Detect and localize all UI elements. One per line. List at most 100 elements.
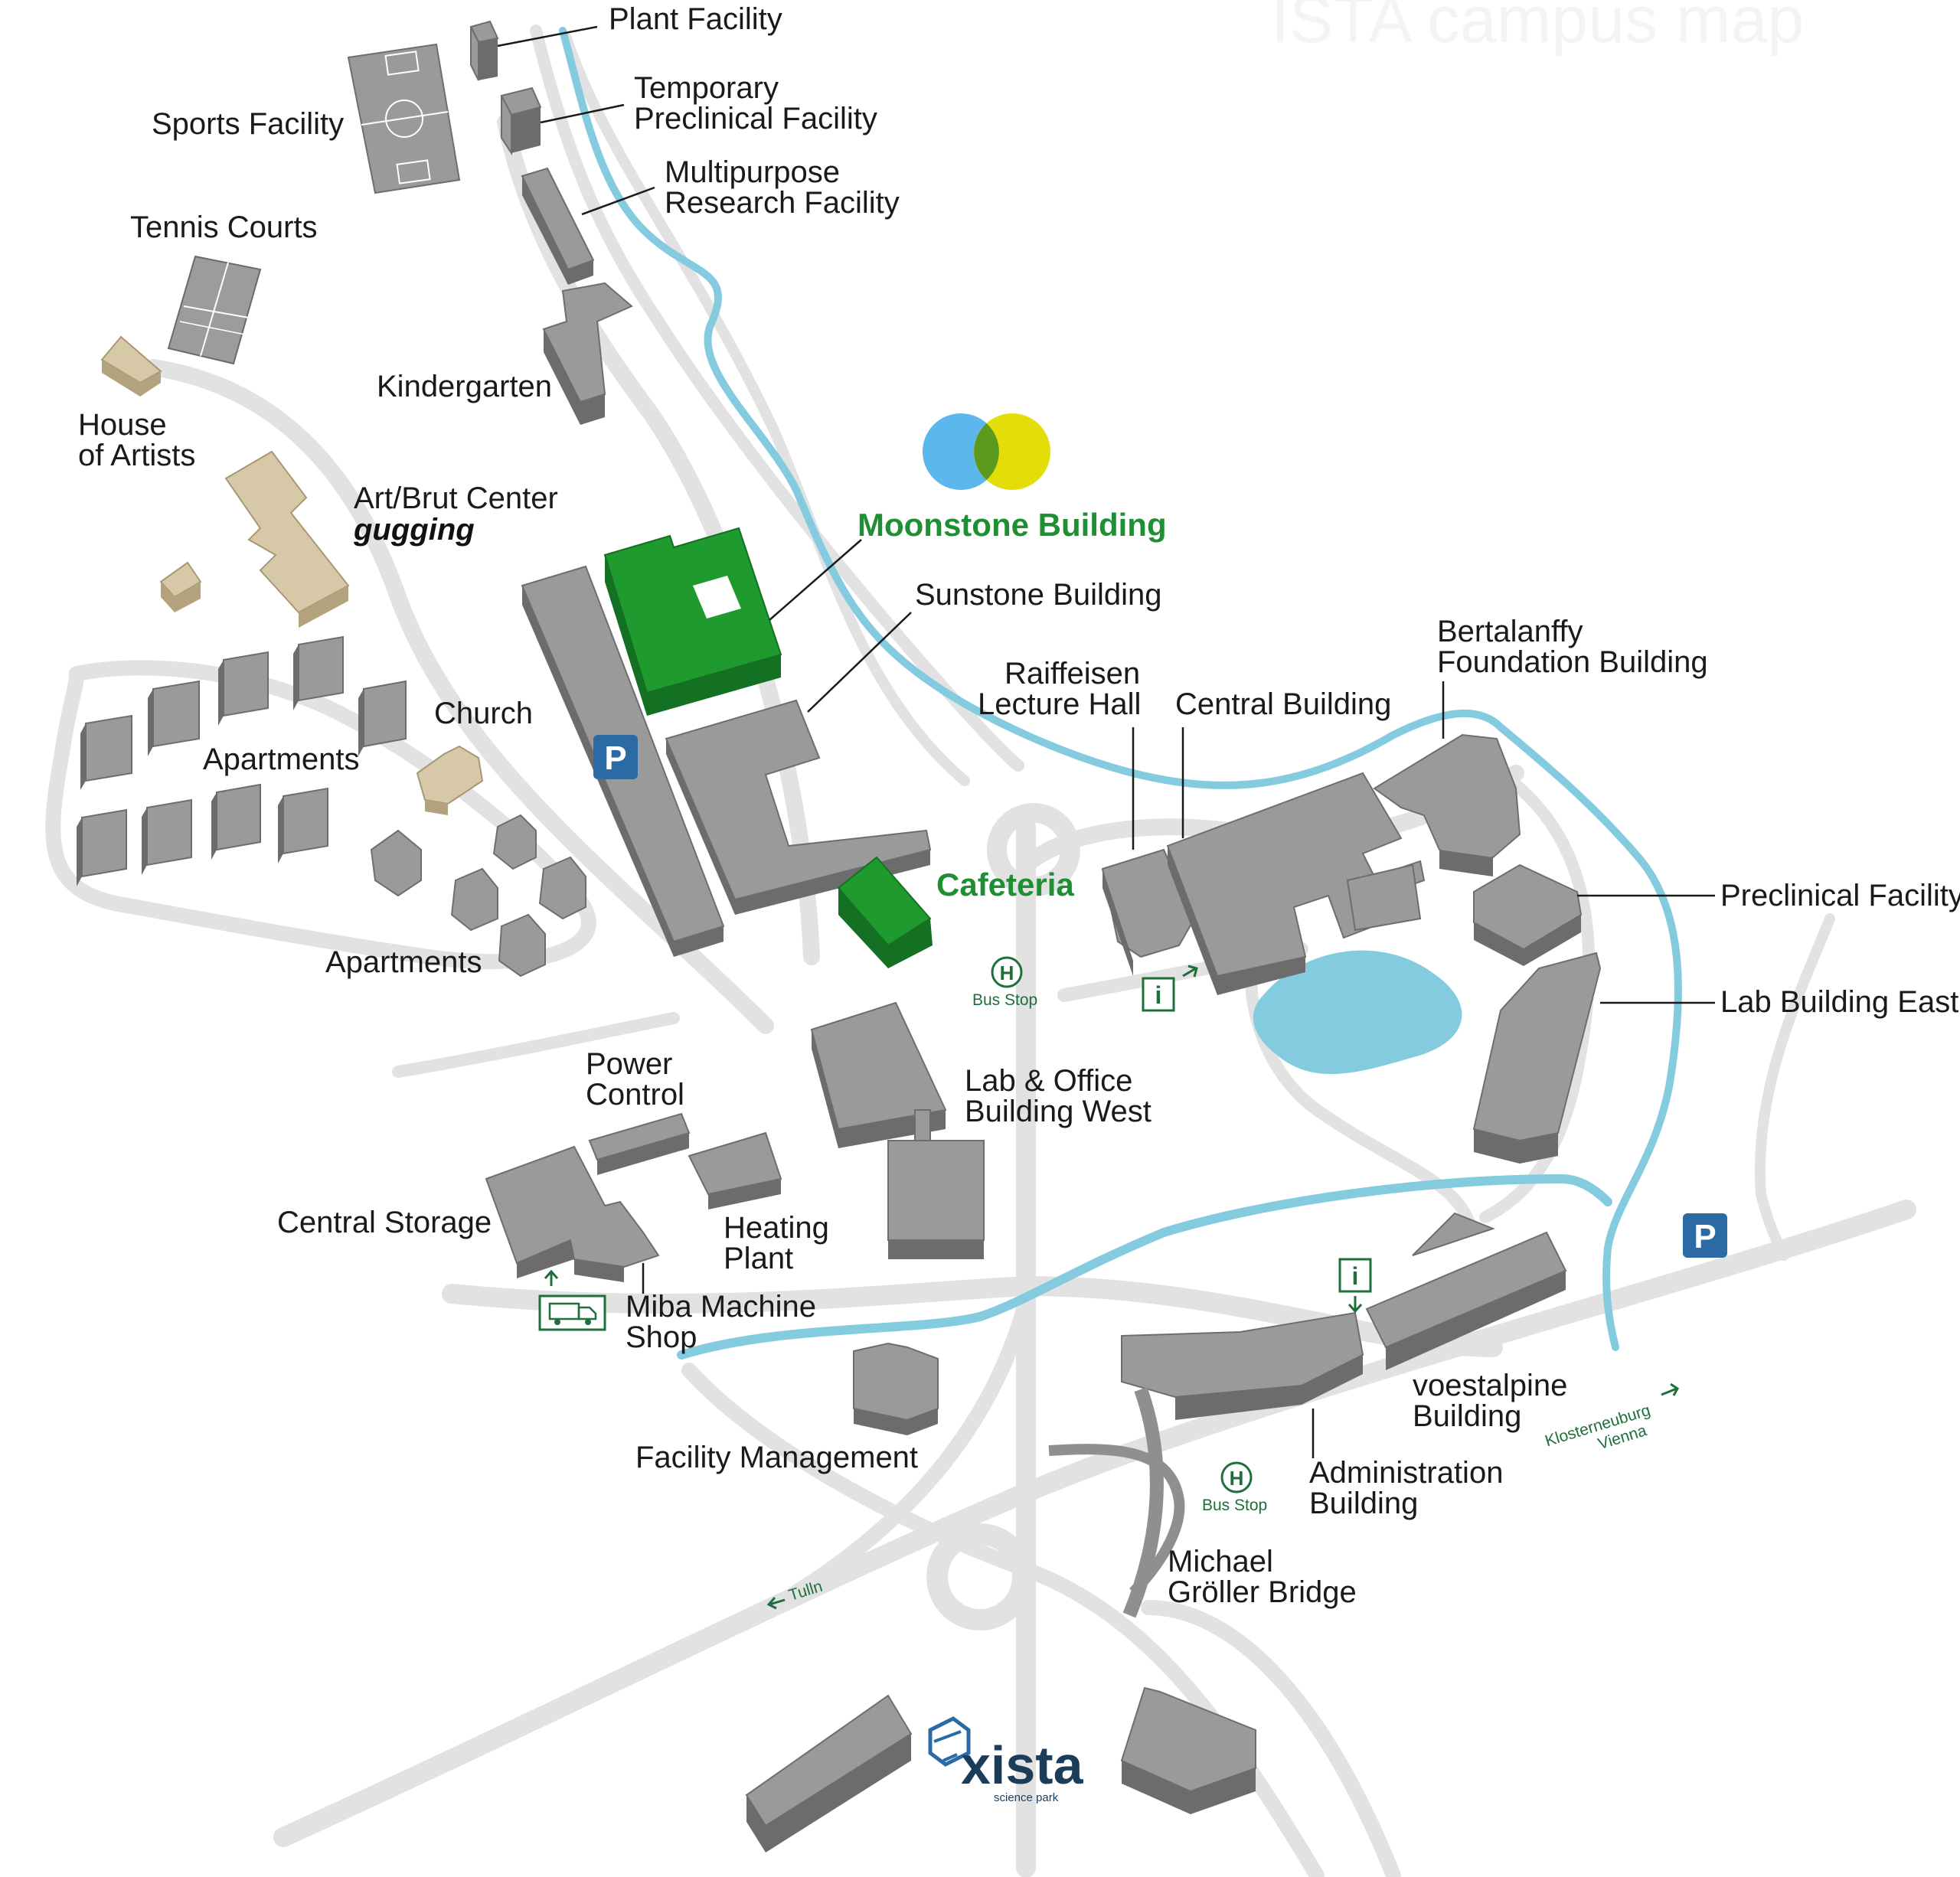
- pond: [1253, 950, 1462, 1075]
- label-lab-office-west-line2: Building West: [965, 1095, 1152, 1128]
- preclinical-facility-building: [1473, 863, 1583, 966]
- arrow-icon: [1182, 965, 1198, 978]
- plant-facility-building: [469, 20, 499, 81]
- label-power-control-line2: Control: [586, 1078, 684, 1112]
- info-icon: i: [1338, 1258, 1372, 1293]
- label-lab-office-west-line1: Lab & Office: [965, 1064, 1132, 1098]
- science-park-building-west: [745, 1694, 913, 1853]
- parking-icon: P: [1683, 1213, 1727, 1258]
- bertalanffy-foundation-building: [1373, 733, 1521, 876]
- tennis-courts: [167, 255, 262, 365]
- leader-lines: [497, 25, 1715, 1458]
- xista-subtitle: science park: [994, 1791, 1059, 1804]
- label-plant-facility: Plant Facility: [609, 2, 782, 36]
- label-heating-plant-line2: Plant: [724, 1242, 793, 1275]
- buildings: [77, 20, 1602, 1853]
- label-sports-facility: Sports Facility: [152, 107, 344, 141]
- label-tennis-courts: Tennis Courts: [130, 211, 318, 244]
- label-central-storage: Central Storage: [277, 1206, 492, 1239]
- label-groller-bridge-line2: Gröller Bridge: [1168, 1575, 1357, 1609]
- label-house-of-artists-line1: House: [78, 408, 167, 442]
- label-multipurpose-line1: Multipurpose: [665, 155, 840, 189]
- central-storage-building: [485, 1145, 660, 1282]
- apartments-west-buildings: [77, 635, 407, 886]
- label-apartments-west: Apartments: [203, 743, 360, 776]
- arrow-icon: [1661, 1382, 1679, 1396]
- apartments-south-buildings: [370, 814, 586, 978]
- lab-office-west-building: [810, 1001, 985, 1259]
- label-house-of-artists-line2: of Artists: [78, 439, 195, 472]
- svg-text:i: i: [1352, 1262, 1359, 1290]
- bus-stop-icon: H: [991, 956, 1023, 988]
- svg-text:H: H: [1000, 961, 1014, 984]
- label-cafeteria: Cafeteria: [936, 867, 1074, 903]
- label-preclinical-facility: Preclinical Facility: [1720, 879, 1960, 912]
- moonstone-building: [603, 527, 782, 716]
- label-gugging: gugging: [353, 513, 475, 547]
- bus-stop-icon: H: [1220, 1461, 1253, 1493]
- multipurpose-research-building: [521, 167, 595, 285]
- venn-logo-icon: [923, 413, 1050, 490]
- label-art-brut-center: Art/Brut Center: [354, 481, 558, 515]
- xista-wordmark: xista: [961, 1735, 1084, 1795]
- label-facility-management: Facility Management: [635, 1441, 918, 1474]
- label-church: Church: [434, 697, 533, 730]
- label-voestalpine-line1: voestalpine: [1413, 1369, 1567, 1402]
- label-kindergarten: Kindergarten: [377, 370, 552, 403]
- svg-text:P: P: [604, 739, 626, 777]
- label-voestalpine-line2: Building: [1413, 1399, 1521, 1433]
- delivery-truck-icon: [538, 1294, 606, 1331]
- label-multipurpose-line2: Research Facility: [665, 186, 900, 220]
- svg-text:i: i: [1155, 981, 1162, 1009]
- raiffeisen-lecture-hall-building: [1101, 848, 1196, 976]
- art-brut-center-building: [159, 450, 350, 628]
- facility-management-building: [853, 1342, 939, 1435]
- temporary-preclinical-building: [500, 87, 542, 156]
- power-control-building: [588, 1112, 691, 1175]
- label-miba-line2: Shop: [626, 1320, 697, 1354]
- sunstone-building: [665, 699, 932, 915]
- label-administration-line1: Administration: [1309, 1456, 1503, 1490]
- map-title: ISTA campus map: [1271, 0, 1804, 57]
- sports-facility-field: [347, 43, 461, 194]
- science-park-building-east: [1120, 1686, 1256, 1814]
- church-building: [416, 745, 484, 815]
- info-icon: i: [1142, 977, 1175, 1012]
- label-central-building: Central Building: [1175, 687, 1391, 721]
- parking-icon: P: [593, 735, 638, 779]
- label-heating-plant-line1: Heating: [724, 1211, 829, 1245]
- label-apartments-south: Apartments: [325, 945, 482, 979]
- labels: Plant Facility Sports Facility Temporary…: [78, 2, 1960, 1609]
- svg-text:H: H: [1230, 1467, 1244, 1490]
- label-temporary-preclinical-line1: Temporary: [634, 71, 779, 105]
- label-bus-stop-north: Bus Stop: [972, 991, 1037, 1009]
- label-moonstone-building: Moonstone Building: [858, 507, 1167, 543]
- cafeteria-building: [837, 856, 933, 968]
- label-miba-line1: Miba Machine: [626, 1290, 816, 1324]
- bridge-ramp: [1048, 1444, 1185, 1596]
- label-administration-line2: Building: [1309, 1487, 1418, 1520]
- voestalpine-building: [1365, 1212, 1567, 1370]
- kindergarten-building: [542, 282, 633, 425]
- arrow-icon: [1348, 1296, 1363, 1314]
- river: [559, 27, 1682, 1360]
- lab-building-east: [1472, 952, 1602, 1164]
- label-raiffeisen-line2: Lecture Hall: [978, 687, 1141, 721]
- administration-building: [1121, 1311, 1364, 1420]
- heating-plant-building: [688, 1131, 782, 1209]
- label-power-control-line1: Power: [586, 1047, 672, 1081]
- arrow-icon: [766, 1597, 786, 1610]
- label-sunstone-building: Sunstone Building: [915, 578, 1161, 612]
- label-bertalanffy-line2: Foundation Building: [1437, 645, 1708, 679]
- label-temporary-preclinical-line2: Preclinical Facility: [634, 102, 877, 135]
- house-of-artists-building: [100, 335, 162, 397]
- direction-klosterneuburg: Klosterneuburg Vienna: [1543, 1402, 1652, 1454]
- xista-logo-icon: xista science park: [928, 1716, 1084, 1804]
- label-lab-building-east: Lab Building East: [1720, 985, 1958, 1019]
- central-building: [1166, 772, 1426, 995]
- label-raiffeisen-line1: Raiffeisen: [1004, 657, 1140, 690]
- label-bertalanffy-line1: Bertalanffy: [1437, 615, 1583, 648]
- svg-text:P: P: [1694, 1218, 1716, 1255]
- label-bus-stop-south: Bus Stop: [1202, 1497, 1267, 1514]
